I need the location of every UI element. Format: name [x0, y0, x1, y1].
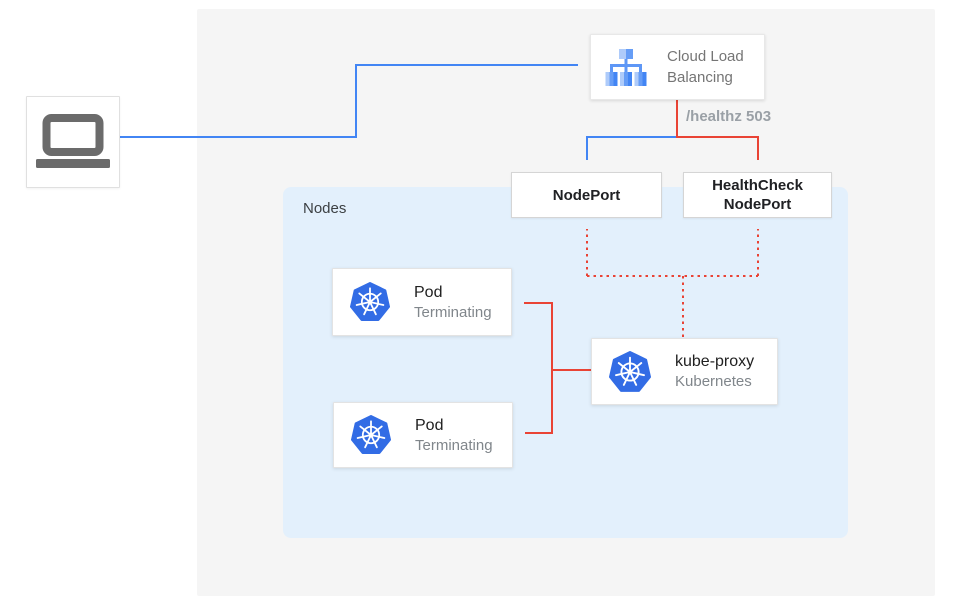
pod-title: Pod: [415, 416, 444, 434]
cloud-load-balancing-icon: [603, 47, 649, 87]
kubernetes-icon: [350, 282, 390, 322]
client-node: [26, 96, 120, 188]
cloud-load-balancing-label: Cloud Load Balancing: [667, 48, 744, 86]
pod-node-top: Pod Terminating: [332, 268, 512, 336]
cloud-load-balancing-node: Cloud Load Balancing: [590, 34, 765, 100]
healthcheck-nodeport-node: HealthCheck NodePort: [683, 172, 832, 218]
pod-title: Pod: [414, 283, 443, 301]
laptop-icon: [36, 114, 110, 168]
healthz-annotation: /healthz 503: [686, 108, 772, 125]
kube-proxy-node: kube-proxy Kubernetes: [591, 338, 778, 405]
kube-proxy-text: kube-proxy Kubernetes: [675, 351, 754, 392]
kube-proxy-subtitle: Kubernetes: [675, 373, 752, 390]
pod-text: Pod Terminating: [414, 282, 492, 323]
kubernetes-icon: [609, 351, 651, 393]
pod-text: Pod Terminating: [415, 415, 493, 456]
pod-node-bottom: Pod Terminating: [333, 402, 513, 468]
nodes-group-label: Nodes: [303, 200, 347, 217]
nodeport-node: NodePort: [511, 172, 662, 218]
pod-status: Terminating: [414, 303, 492, 321]
kube-proxy-title: kube-proxy: [675, 353, 755, 370]
pod-status: Terminating: [415, 436, 493, 454]
kubernetes-icon: [351, 415, 391, 455]
